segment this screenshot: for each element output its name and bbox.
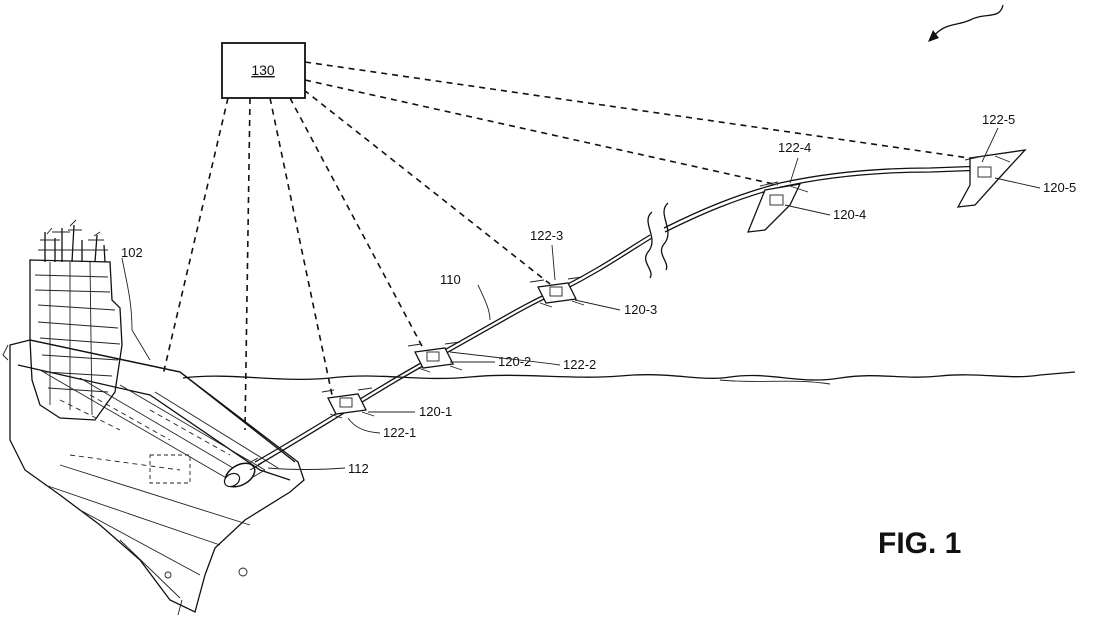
figure-caption: FIG. 1 [878,527,961,560]
label-tether: 110 [440,272,461,287]
label-link-4: 122-4 [778,140,811,155]
label-link-3: 122-3 [530,228,563,243]
drone-4 [746,181,809,233]
drone-2 [407,341,463,373]
controller-box: 130 [221,42,306,99]
label-drone-1: 120-1 [419,404,452,419]
label-link-1: 122-1 [383,425,416,440]
label-drone-2: 120-2 [498,354,531,369]
sea-surface [182,371,1076,385]
winch [223,457,266,488]
label-link-2: 122-2 [563,357,596,372]
drone-1 [321,387,375,419]
tether [254,165,986,466]
communication-links [162,61,984,431]
drone-3 [529,276,585,308]
reference-labels: 102 110 112 120-1 122-1 120-2 122-2 120-… [121,112,1076,476]
label-ship: 102 [121,245,143,260]
controller-label: 130 [251,62,275,78]
reference-arrow [928,4,1004,42]
label-link-5: 122-5 [982,112,1015,127]
label-winch: 112 [348,461,369,476]
drone-5 [956,149,1027,208]
label-drone-4: 120-4 [833,207,866,222]
ship [2,219,305,616]
leader-lines [121,127,1041,470]
label-drone-5: 120-5 [1043,180,1076,195]
label-drone-3: 120-3 [624,302,657,317]
